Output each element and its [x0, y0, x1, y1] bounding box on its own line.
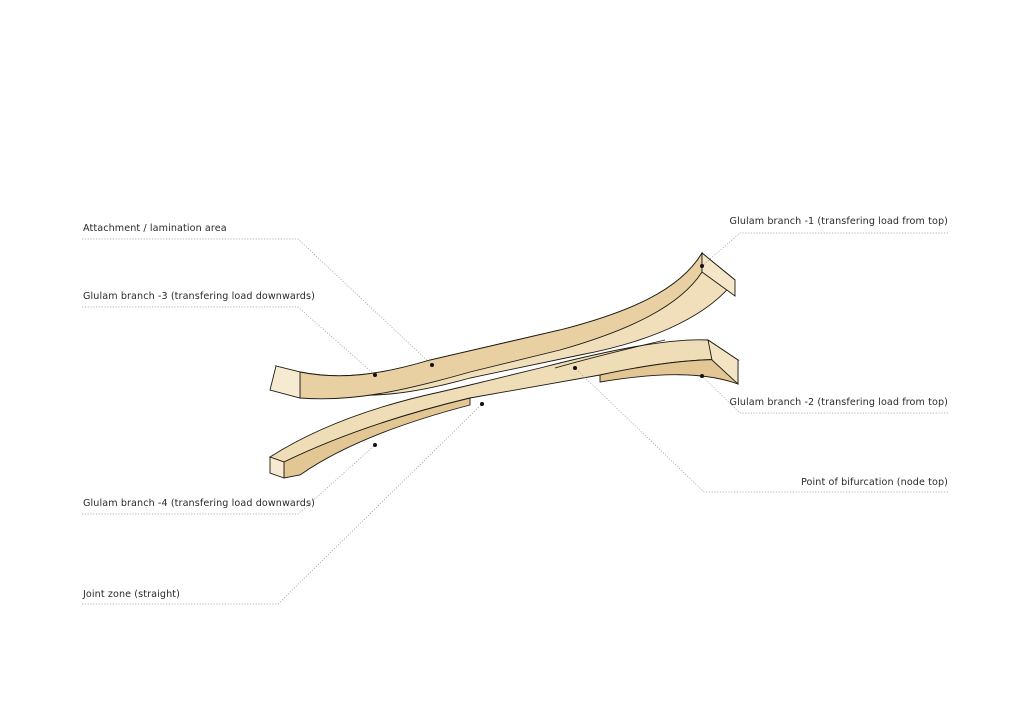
label-attachment-area: Attachment / lamination area: [83, 223, 227, 234]
leader-branch-4: [82, 444, 376, 515]
label-glulam-branch-1: Glulam branch -1 (transfering load from …: [729, 216, 948, 227]
anchor-dots: [373, 264, 704, 447]
leader-branch-3: [82, 306, 376, 376]
leader-branch-2: [701, 375, 948, 414]
label-glulam-branch-2: Glulam branch -2 (transfering load from …: [729, 397, 948, 408]
leader-bifurcation: [574, 367, 948, 493]
dot-attachment: [430, 363, 434, 367]
branch-4-end-face: [269, 456, 285, 479]
label-glulam-branch-3: Glulam branch -3 (transfering load downw…: [83, 291, 315, 302]
branch-4-side-face: [283, 397, 471, 479]
dot-branch-2: [700, 374, 704, 378]
lower-glulam-beam: [268, 339, 740, 479]
bifurcation-gap-line: [554, 339, 666, 369]
label-joint-zone: Joint zone (straight): [83, 589, 180, 600]
branch-3-end-face: [269, 365, 301, 399]
dot-branch-4: [373, 443, 377, 447]
dot-joint-zone: [480, 402, 484, 406]
dot-branch-3: [373, 373, 377, 377]
dot-branch-1: [700, 264, 704, 268]
label-glulam-branch-4: Glulam branch -4 (transfering load downw…: [83, 498, 315, 509]
branch-2-end-face: [707, 339, 739, 386]
upper-glulam-beam: [269, 251, 736, 400]
leader-lines: [82, 232, 948, 605]
dot-bifurcation: [573, 366, 577, 370]
label-point-of-bifurcation: Point of bifurcation (node top): [801, 477, 948, 488]
leader-attachment: [82, 238, 433, 366]
leader-branch-1: [701, 232, 948, 267]
leader-joint-zone: [82, 403, 483, 605]
